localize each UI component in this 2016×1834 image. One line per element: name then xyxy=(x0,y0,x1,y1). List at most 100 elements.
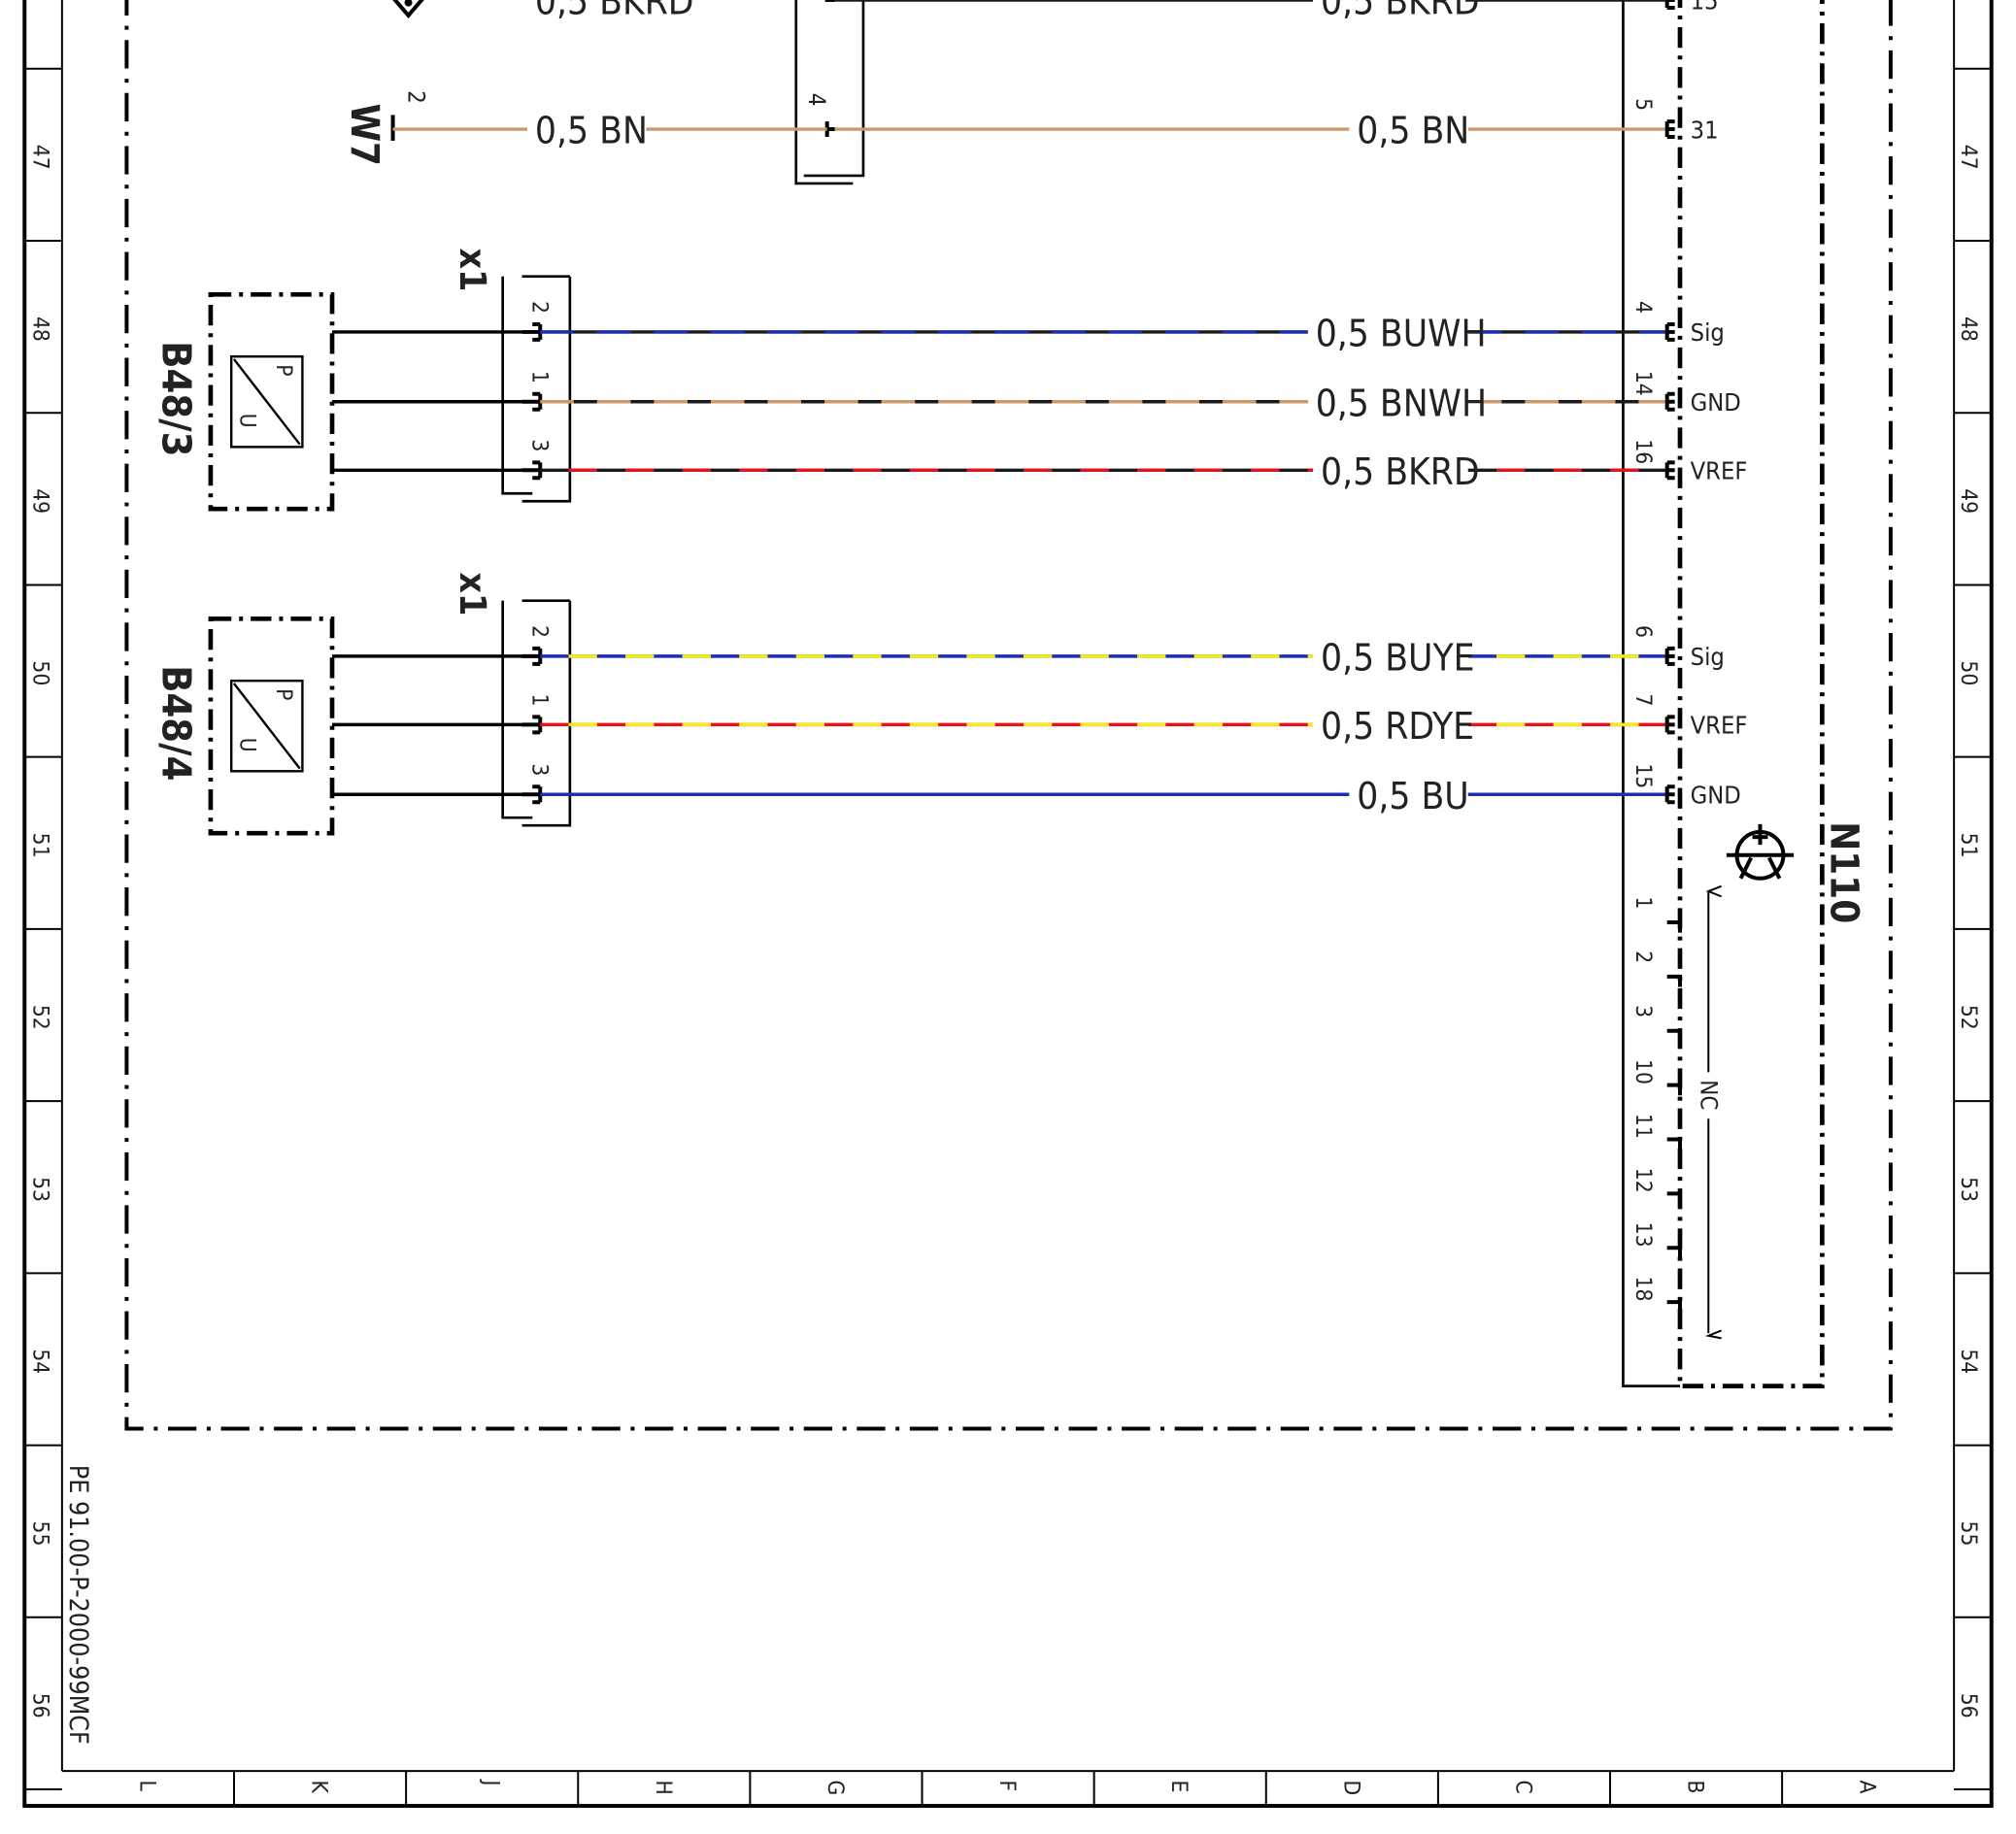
sensor-symbol-top: P xyxy=(271,364,296,376)
column-label: B xyxy=(1683,1780,1708,1793)
column-label: H xyxy=(651,1780,676,1794)
wires: 0,5 BKRD 0,5 BN 0,5 BN 0,5 BUWH 0,5 BNWH 0,5 … xyxy=(392,0,1667,818)
connector-pin-number: 1 xyxy=(526,693,552,706)
row-label-left: 47 xyxy=(28,145,53,170)
n110-pin: GND 15 xyxy=(1630,763,1741,809)
row-label-right: 52 xyxy=(1956,1005,1981,1030)
wire-bnwh: 0,5 BNWH xyxy=(540,382,1667,425)
drawing-number: PE 91.00-P-2000-99MCF xyxy=(63,1465,93,1745)
n110-pin-number: 6 xyxy=(1630,625,1656,638)
n110-pin-name: 15 xyxy=(1691,0,1719,15)
wire-label: 0,5 BKRD xyxy=(1321,0,1480,24)
n110-pin-name: 31 xyxy=(1691,116,1719,144)
n110-pin-name: GND xyxy=(1691,782,1741,810)
nc-pin-number: 10 xyxy=(1630,1059,1656,1084)
sensor-label: B48/3 xyxy=(153,341,200,456)
wire-label: 0,5 BKRD xyxy=(1321,450,1480,494)
wire-label: 0,5 BUWH xyxy=(1316,313,1487,356)
row-label-right: 54 xyxy=(1956,1349,1981,1374)
n110-pin-number: 15 xyxy=(1630,763,1656,788)
sensor-symbol-top: P xyxy=(271,688,296,700)
wire-label: 0,5 RDYE xyxy=(1321,705,1474,749)
row-label-right: 56 xyxy=(1956,1693,1981,1718)
n110-pins: 1515315Sig4GND14VREF16Sig6VREF7GND15 xyxy=(1630,0,1748,810)
n110-pin-number: 16 xyxy=(1630,439,1656,464)
connector-pin-number: 3 xyxy=(526,763,552,776)
row-label-left: 55 xyxy=(28,1521,53,1547)
sensor-symbol-bottom: U xyxy=(235,738,260,752)
column-label: D xyxy=(1338,1780,1363,1795)
n110-pin-number: 7 xyxy=(1630,693,1656,706)
wire-top_bkrd_a: 0,5 BKRD xyxy=(535,0,694,24)
n110-pin-number: 14 xyxy=(1630,371,1656,396)
column-label: A xyxy=(1855,1780,1880,1793)
row-label-right: 51 xyxy=(1956,833,1981,858)
sensor-b48-3: P U B48/3 x1 2 1 3 xyxy=(153,248,572,512)
row-label-right: 53 xyxy=(1956,1177,1981,1202)
n110-pin-number: 5 xyxy=(1630,98,1656,111)
nc-pin: 11 xyxy=(1630,1114,1682,1150)
row-label-right: 48 xyxy=(1956,317,1981,342)
nc-pin: 1 xyxy=(1630,896,1682,933)
row-label-left: 56 xyxy=(28,1693,53,1718)
connector-pin-number: 3 xyxy=(526,439,552,451)
sensor-b48-4: P U B48/4 x1 2 1 3 xyxy=(153,572,572,836)
w7-ground: W7 2 xyxy=(342,90,430,166)
row-label-right: 47 xyxy=(1956,145,1981,170)
wire-label: 0,5 BKRD xyxy=(535,0,694,24)
nc-pin: 18 xyxy=(1630,1277,1682,1313)
splice-dot xyxy=(404,0,413,7)
wire-top_bkrd_b: 0,5 BKRD xyxy=(834,0,1667,24)
n110-pin-name: Sig xyxy=(1691,318,1725,347)
wire-bu: 0,5 BU xyxy=(540,775,1667,818)
wire-bn_a: 0,5 BN xyxy=(392,110,827,153)
nc-pin-number: 13 xyxy=(1630,1222,1656,1248)
n110-pin: Sig 6 xyxy=(1630,625,1725,671)
connector-pin-number: 1 xyxy=(526,371,552,383)
wire-label: 0,5 BN xyxy=(1357,110,1469,153)
row-label-left: 51 xyxy=(28,833,53,858)
connector-label: x1 xyxy=(452,572,494,616)
wire-label: 0,5 BUYE xyxy=(1321,637,1475,681)
n110-label: N110 xyxy=(1822,821,1866,923)
wire-label: 0,5 BNWH xyxy=(1316,382,1487,425)
n110-pin-name: GND xyxy=(1691,388,1741,417)
nc-pin-number: 12 xyxy=(1630,1168,1656,1193)
connector-label: x1 xyxy=(452,248,494,291)
column-label: K xyxy=(307,1780,332,1793)
row-label-left: 53 xyxy=(28,1177,53,1202)
nc-pin-number: 18 xyxy=(1630,1277,1656,1302)
column-label: E xyxy=(1166,1780,1192,1792)
sensor-label: B48/4 xyxy=(153,665,200,781)
n110-pin-number: 4 xyxy=(1630,301,1656,314)
sensor-symbol-bottom: U xyxy=(235,414,260,428)
row-label-right: 55 xyxy=(1956,1521,1981,1547)
row-label-left: 49 xyxy=(28,488,53,514)
column-label: L xyxy=(134,1780,159,1791)
row-label-right: 50 xyxy=(1956,660,1981,685)
n110-pin-name: Sig xyxy=(1691,643,1725,671)
nc-label: NC xyxy=(1695,1080,1722,1110)
nc-pin: 3 xyxy=(1630,1005,1682,1042)
wire-bkrd: 0,5 BKRD xyxy=(540,450,1667,494)
nc-pin: 2 xyxy=(1630,950,1682,987)
transistor-icon xyxy=(1726,823,1795,881)
splice-pin-number: 4 xyxy=(803,93,830,107)
row-label-left: 52 xyxy=(28,1005,53,1030)
column-label: F xyxy=(994,1780,1020,1791)
wire-label: 0,5 BU xyxy=(1357,775,1468,818)
n110-pin: Sig 4 xyxy=(1630,301,1725,347)
w7-pin-number: 2 xyxy=(403,90,430,104)
connector-pin-number: 2 xyxy=(526,625,552,638)
nc-pin: 10 xyxy=(1630,1059,1682,1096)
w7-label: W7 xyxy=(342,103,386,166)
connector-pin-number: 2 xyxy=(526,301,552,314)
n110-pin: GND 14 xyxy=(1630,371,1741,417)
